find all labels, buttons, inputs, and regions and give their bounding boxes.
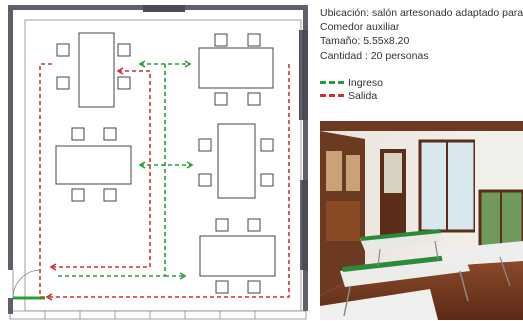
legend-item-salida: Salida	[320, 89, 383, 102]
chair	[117, 76, 131, 90]
ingreso-routes	[55, 63, 192, 277]
table-5	[199, 235, 276, 277]
table-3	[55, 145, 132, 185]
table-4	[217, 123, 256, 199]
salida-routes	[39, 63, 290, 298]
chair	[71, 188, 85, 202]
legend: Ingreso Salida	[320, 76, 383, 102]
chair	[260, 173, 274, 187]
chair	[198, 138, 212, 152]
chair	[103, 188, 117, 202]
furniture	[55, 32, 276, 294]
info-panel: Ubicación: salón artesonado adaptado par…	[320, 6, 523, 63]
chair	[247, 92, 261, 106]
chair	[247, 33, 261, 47]
legend-label-ingreso: Ingreso	[348, 76, 384, 89]
chair	[214, 33, 228, 47]
chair	[247, 218, 261, 232]
chair	[214, 92, 228, 106]
door-icon	[8, 269, 45, 314]
size-text: Tamaño: 5.55x8.20	[320, 35, 410, 48]
chair	[117, 43, 131, 57]
table-1	[78, 32, 115, 108]
wall-right-column-upper	[299, 30, 308, 120]
legend-label-salida: Salida	[348, 89, 378, 102]
window-strip	[9, 310, 307, 320]
chair	[247, 280, 261, 294]
ingreso-swatch	[320, 81, 344, 84]
chair	[215, 280, 229, 294]
table-2	[198, 47, 274, 89]
salida-path-left	[39, 63, 52, 298]
room-photo	[320, 121, 523, 320]
capacity-text: Cantidad : 20 personas	[320, 49, 429, 62]
salida-path-center	[51, 70, 151, 268]
floor-plan	[8, 5, 308, 320]
room-name: Comedor auxiliar	[320, 21, 400, 34]
chair	[56, 76, 70, 90]
legend-item-ingreso: Ingreso	[320, 76, 383, 89]
chair	[260, 138, 274, 152]
chair	[198, 173, 212, 187]
ingreso-arrowheads	[138, 60, 194, 280]
wall-right-column	[300, 180, 308, 270]
chair	[71, 127, 85, 141]
location-text: Ubicación: salón artesonado adaptado par…	[320, 7, 523, 19]
chair	[103, 127, 117, 141]
wall-right	[303, 5, 308, 311]
wall-top-door-header	[143, 5, 185, 12]
wall-left	[8, 5, 13, 270]
salida-arrowheads	[45, 67, 124, 301]
chair	[56, 43, 70, 57]
salida-path-right	[47, 64, 290, 298]
salida-swatch	[320, 94, 344, 97]
chair	[215, 218, 229, 232]
walls	[8, 5, 308, 311]
